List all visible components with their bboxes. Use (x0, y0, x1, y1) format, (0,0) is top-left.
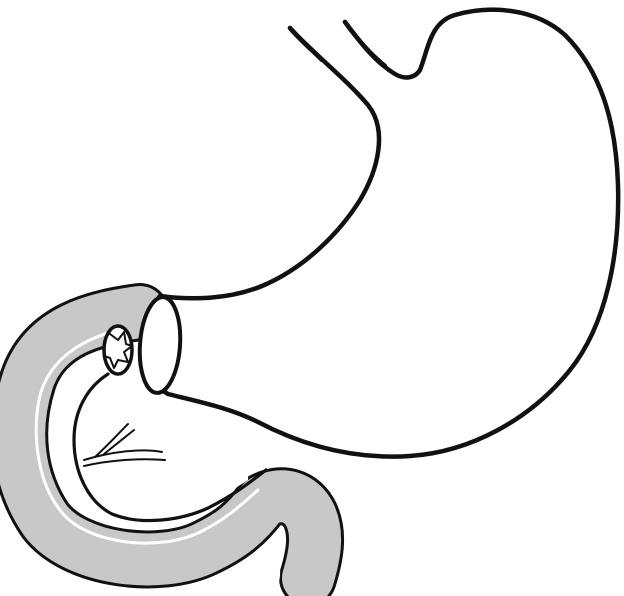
pyloric-valve (104, 326, 132, 374)
stomach (143, 10, 618, 457)
pancreas-head-region (78, 372, 248, 517)
duodenum-distal-limb (272, 545, 279, 588)
esophagus-left-wall (290, 28, 322, 60)
esophagus-right-wall (345, 22, 385, 66)
